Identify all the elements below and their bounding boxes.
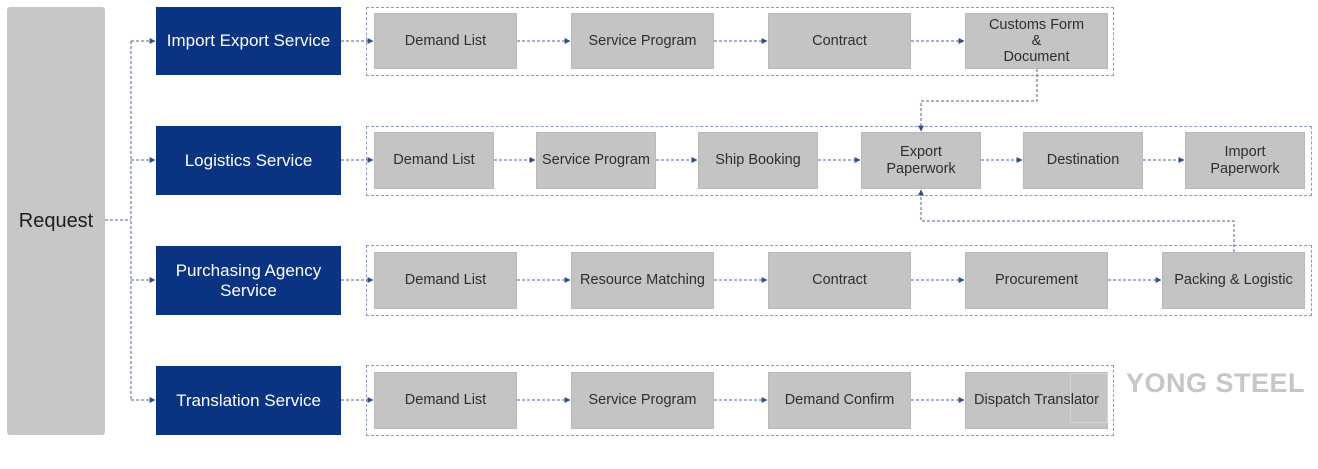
step-label: Demand List <box>404 272 487 289</box>
logistics-group <box>366 126 1312 196</box>
service-label: Purchasing Agency Service <box>175 261 322 300</box>
step-label: Demand Confirm <box>784 392 895 409</box>
step-label: Demand List <box>404 32 487 49</box>
step-box: Service Program <box>536 132 656 189</box>
step-label: Export Paperwork <box>886 144 956 177</box>
service-logistics: Logistics Service <box>156 126 341 195</box>
step-label: Import Paperwork <box>1210 144 1280 177</box>
step-box: Demand List <box>374 372 517 429</box>
step-box: Procurement <box>965 252 1108 309</box>
step-box: Demand List <box>374 252 517 309</box>
step-box: Resource Matching <box>571 252 714 309</box>
step-box: Service Program <box>571 13 714 69</box>
logo-stamp <box>1070 373 1108 423</box>
step-box: Customs Form & Document <box>965 13 1108 69</box>
watermark: YONG STEEL <box>1126 368 1306 398</box>
request-label: Request <box>18 209 94 232</box>
service-label: Translation Service <box>176 390 321 410</box>
step-box: Service Program <box>571 372 714 429</box>
step-label: Resource Matching <box>580 272 705 289</box>
step-label: Service Program <box>588 392 697 409</box>
step-box: Dispatch Translator <box>965 372 1108 429</box>
step-label: Packing & Logistic <box>1174 272 1293 289</box>
step-label: Service Program <box>588 32 697 49</box>
step-label: Procurement <box>994 272 1078 289</box>
service-import-export: Import Export Service <box>156 7 341 75</box>
step-box: Import Paperwork <box>1185 132 1305 189</box>
step-box: Packing & Logistic <box>1162 252 1305 309</box>
step-label: Destination <box>1046 152 1120 169</box>
step-label: Demand List <box>404 392 487 409</box>
step-box: Contract <box>768 252 911 309</box>
step-box: Destination <box>1023 132 1143 189</box>
step-label: Dispatch Translator <box>974 392 1099 409</box>
step-label: Customs Form & Document <box>988 16 1085 66</box>
service-label: Logistics Service <box>184 150 313 170</box>
step-label: Service Program <box>542 152 650 169</box>
step-label: Contract <box>812 32 867 49</box>
step-box: Demand List <box>374 13 517 69</box>
service-translation: Translation Service <box>156 366 341 435</box>
step-label: Contract <box>812 272 867 289</box>
step-box: Contract <box>768 13 911 69</box>
step-box: Demand List <box>374 132 494 189</box>
step-box: Ship Booking <box>698 132 818 189</box>
step-label: Ship Booking <box>715 152 801 169</box>
step-box: Export Paperwork <box>861 132 981 189</box>
step-box: Demand Confirm <box>768 372 911 429</box>
service-purchasing-agency: Purchasing Agency Service <box>156 246 341 315</box>
step-label: Demand List <box>393 152 475 169</box>
service-label: Import Export Service <box>166 31 331 51</box>
request-block: Request <box>7 7 105 435</box>
